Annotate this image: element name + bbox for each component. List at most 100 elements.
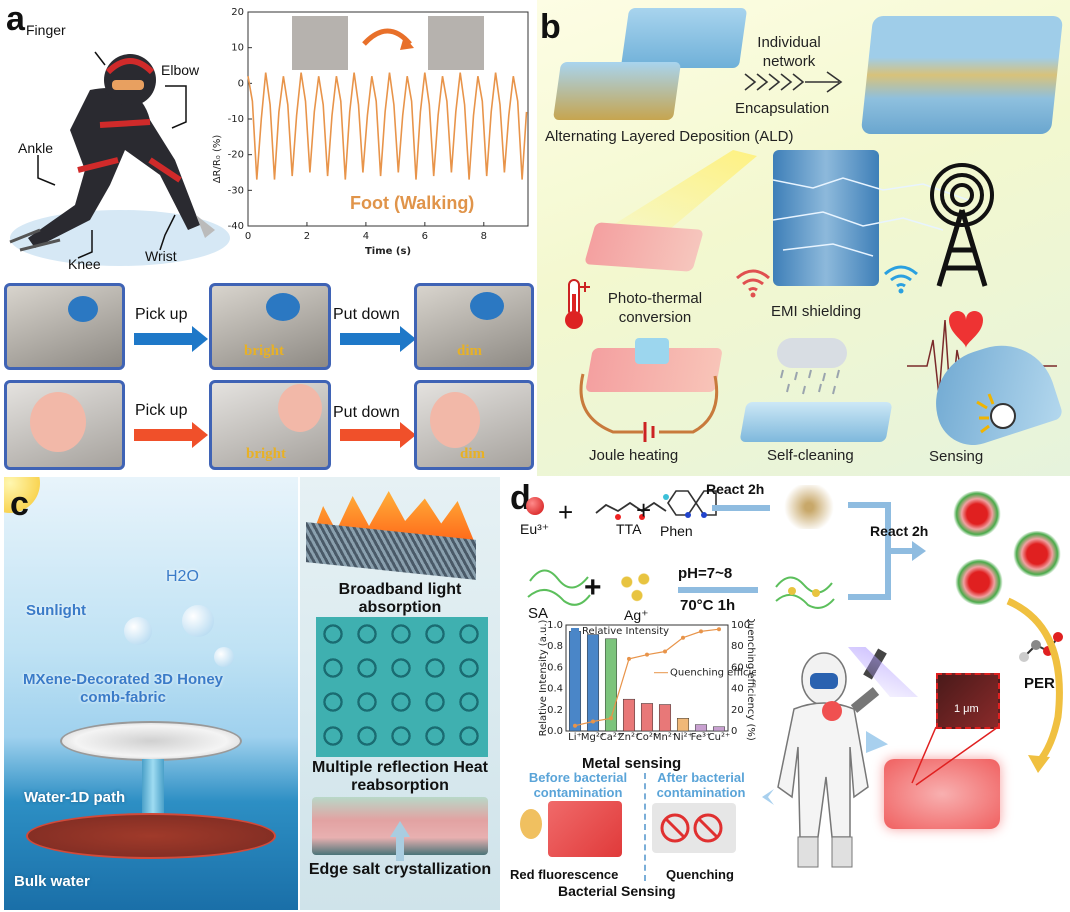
row2-arrow-1 xyxy=(134,422,208,448)
bar xyxy=(658,704,672,732)
row1-state-dim: dim xyxy=(457,343,483,359)
sa-label: SA xyxy=(528,605,549,622)
tta-molecule xyxy=(595,494,669,520)
y-tick-label: 0.8 xyxy=(547,641,563,652)
bubble xyxy=(124,617,152,645)
bubble xyxy=(182,605,214,637)
plush-toy-icon xyxy=(30,392,86,452)
react-label-1: React 2h xyxy=(706,481,765,497)
legend-label: Relative Intensity xyxy=(582,626,669,637)
y2-tick-label: 60 xyxy=(731,662,744,673)
divider-dashed xyxy=(644,773,646,881)
y-tick-label: 0.6 xyxy=(547,662,563,673)
finger-touch-icon xyxy=(976,393,1016,434)
panel-c-left: c H2O Sunlight MXene-Decorated 3D Honey … xyxy=(4,477,298,910)
y-tick-label: -30 xyxy=(228,185,244,196)
x-tick-label: 4 xyxy=(363,231,369,242)
category-label: Zn²⁺ xyxy=(618,732,640,743)
label-knee: Knee xyxy=(68,256,101,272)
bar xyxy=(676,718,690,732)
panel-c-right: Broadband light absorption Multiple refl… xyxy=(300,477,500,910)
nanoparticle xyxy=(1012,531,1062,577)
red-fluorescence-label: Red fluorescence xyxy=(510,867,619,882)
bar xyxy=(694,724,708,732)
quenching-point xyxy=(663,649,667,654)
quenching-point xyxy=(717,627,721,632)
cloud-icon xyxy=(777,338,847,368)
y-axis-label: ΔR/R₀ (%) xyxy=(212,135,223,184)
quenching-point xyxy=(681,635,685,640)
bar xyxy=(586,634,600,732)
encapsulation-label: Encapsulation xyxy=(735,100,830,117)
quenching-point xyxy=(591,719,595,724)
ph-label: pH=7~8 xyxy=(678,565,733,582)
red-glow-spot xyxy=(822,701,842,721)
row2-arrow-2 xyxy=(340,422,416,448)
panel-b-label: b xyxy=(540,8,561,46)
lightning-lines xyxy=(773,177,969,257)
y-tick-label: -40 xyxy=(228,221,244,232)
category-label: Fe³⁺ xyxy=(691,732,712,743)
scale-label: 1 μm xyxy=(954,703,979,715)
y-tick-label: 0.0 xyxy=(547,726,563,737)
h2o-label: H2O xyxy=(166,568,199,585)
mxene-label: MXene-Decorated 3D Honey comb-fabric xyxy=(22,671,224,706)
legend-swatch xyxy=(571,628,579,634)
circuit-icon xyxy=(579,373,719,442)
y2-tick-label: 100 xyxy=(731,620,750,631)
y-axis-label: Relative Intensity (a.u.) xyxy=(538,619,549,736)
chevron-arrow-icon xyxy=(744,71,843,93)
strain-series-line xyxy=(247,72,528,180)
blue-cap-icon xyxy=(470,292,504,320)
label-finger: Finger xyxy=(26,22,66,38)
emi-label: EMI shielding xyxy=(771,303,862,320)
category-label: Co²⁺ xyxy=(636,732,658,743)
sa-ag-complex xyxy=(775,576,835,609)
bar xyxy=(604,638,618,732)
selfclean-label: Self-cleaning xyxy=(767,447,854,464)
quenching-point xyxy=(627,656,631,661)
row1-arrow-1 xyxy=(134,326,208,352)
row2-putdown-label: Put down xyxy=(333,404,400,421)
before-label: Before bacterial contamination xyxy=(528,770,628,800)
sem-connector-lines xyxy=(911,726,999,786)
fabric-fluorescence xyxy=(884,759,1000,829)
x-tick-label: 2 xyxy=(304,231,310,242)
label-ankle: Ankle xyxy=(18,140,54,156)
phen-label: Phen xyxy=(660,523,693,539)
y-tick-label: 1.0 xyxy=(547,620,563,631)
process-arrow xyxy=(678,587,758,593)
x-axis-label: Time (s) xyxy=(365,246,411,257)
bar xyxy=(568,631,582,732)
red-fabric-sample xyxy=(548,801,622,857)
y-tick-label: 0.4 xyxy=(547,684,563,695)
sem-image xyxy=(936,673,1000,729)
temp-label: 70°C 1h xyxy=(680,597,736,614)
blue-cap-icon xyxy=(68,296,98,322)
panel-c-label: c xyxy=(10,485,29,523)
bar xyxy=(712,726,726,732)
thermometer-icon xyxy=(565,279,590,329)
plus-sign: + xyxy=(558,497,574,527)
row2-pickup-label: Pick up xyxy=(135,402,188,419)
wifi-icon xyxy=(884,265,918,294)
emi-fabric-block xyxy=(773,150,879,286)
ag-label: Ag⁺ xyxy=(624,607,649,623)
y-tick-label: -20 xyxy=(228,150,244,161)
nanoparticle xyxy=(952,491,1002,537)
water-path-label: Water-1D path xyxy=(24,789,126,806)
foot-photo-1 xyxy=(292,16,348,70)
bacteria-icon xyxy=(520,809,542,839)
panel-d: d Eu³⁺ + TTA + Phen React 2h React 2h SA… xyxy=(502,477,1070,910)
foot-photo-2 xyxy=(428,16,484,70)
y-tick-label: 0 xyxy=(238,78,244,89)
row2-state-bright: bright xyxy=(246,446,287,462)
panel-a-label: a xyxy=(6,0,25,38)
row1-arrow-2 xyxy=(340,326,416,352)
rain-drops xyxy=(780,369,840,395)
blue-cap-icon xyxy=(266,293,300,321)
plus-sign: + xyxy=(636,495,652,525)
quenching-label: Quenching xyxy=(666,867,734,882)
x-tick-label: 6 xyxy=(422,231,428,242)
